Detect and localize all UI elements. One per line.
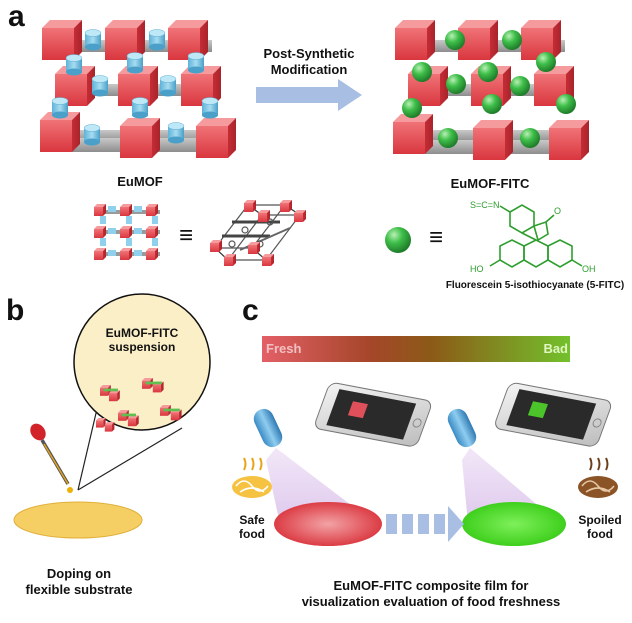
phone-right: [495, 382, 612, 447]
panel-letter-b: b: [6, 294, 25, 327]
transition-arrow: [386, 506, 464, 542]
panel-b-caption-line1: Doping on: [46, 566, 112, 581]
gradient-label-fresh: Fresh: [266, 341, 302, 356]
safe-food-icon: [232, 457, 272, 498]
spoiled-food-line2: food: [587, 527, 613, 542]
molecule-ho-label: HO: [470, 264, 484, 274]
fitc-name: Fluorescein 5-isothiocyanate (5-FITC): [445, 280, 625, 291]
panel-letter-c: c: [242, 294, 259, 327]
freshness-gradient-bar: [262, 336, 570, 362]
spoiled-food-line1: Spoiled: [578, 513, 622, 527]
arrow-label-line1: Post-Synthetic: [263, 46, 355, 61]
bubble-text-line1: EuMOF-FITC: [105, 326, 179, 340]
equiv-symbol-left: ≡: [178, 222, 193, 249]
flexible-substrate: [13, 501, 143, 539]
psm-arrow: [256, 79, 362, 111]
panel-letter-a: a: [8, 0, 25, 33]
safe-food-line2: food: [239, 527, 265, 542]
molecule-o-label: O: [554, 206, 561, 216]
eumof-fitc-lattice: [393, 20, 589, 160]
panel-c-caption-line1: EuMOF-FITC composite film for: [333, 578, 529, 593]
panel-b-caption-line2: flexible substrate: [25, 581, 133, 597]
eumof-fitc-caption: EuMOF-FITC: [450, 176, 530, 191]
spoiled-food-label: Spoiled food: [572, 513, 628, 542]
film-red: [274, 502, 382, 546]
spoiled-food-icon: [578, 457, 618, 498]
arrow-label: Post-Synthetic Modification: [246, 46, 372, 77]
molecule-scn-label: S=C=N: [470, 200, 500, 210]
bubble-text-line2: suspension: [108, 340, 176, 355]
fitc-molecule: [489, 204, 583, 268]
fitc-labels: S=C=N O HO OH: [470, 200, 596, 274]
dropper: [30, 423, 73, 493]
eumof-lattice: [40, 20, 236, 158]
uv-lamp-left: [253, 408, 283, 448]
safe-food-line1: Safe: [239, 513, 265, 527]
uv-lamp-right: [447, 408, 477, 448]
eumof-caption: EuMOF: [117, 174, 163, 189]
molecule-oh-label: OH: [582, 264, 596, 274]
safe-food-label: Safe food: [226, 513, 278, 542]
film-green: [462, 502, 566, 546]
bubble-text: EuMOF-FITC suspension: [92, 326, 192, 355]
green-sphere: [385, 227, 411, 253]
panel-c-caption-line2: visualization evaluation of food freshne…: [301, 593, 561, 609]
gradient-label-bad: Bad: [543, 341, 568, 356]
phone-left: [315, 382, 432, 447]
arrow-label-line2: Modification: [270, 61, 348, 77]
suspension-crystals: [96, 378, 182, 432]
small-lattice: [94, 204, 160, 260]
suspension-bubble: [73, 293, 211, 491]
equiv-symbol-right: ≡: [428, 224, 443, 251]
panel-c-caption: EuMOF-FITC composite film for visualizat…: [246, 578, 616, 609]
panel-b-caption: Doping on flexible substrate: [4, 566, 154, 597]
